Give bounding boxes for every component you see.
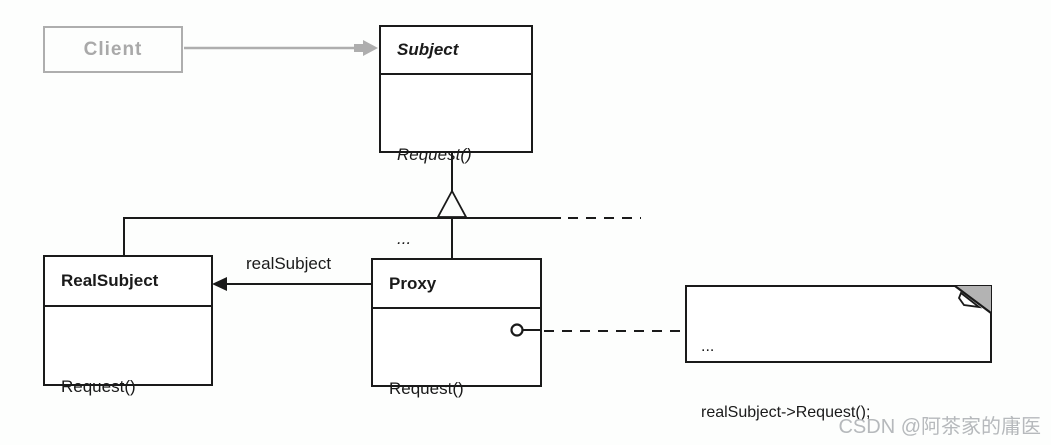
client-class-name: Client: [83, 38, 143, 60]
association-label-realsubject: realSubject: [246, 254, 332, 273]
note-text: ... realSubject->Request(); ...: [687, 287, 990, 445]
proxy-method-request: Request(): [389, 379, 464, 398]
realsubject-methods: Request() ...: [45, 307, 211, 445]
implementation-note-box: ... realSubject->Request(); ...: [685, 285, 992, 421]
proxy-methods: Request() ...: [373, 309, 540, 445]
realsubject-arrowhead-icon: [212, 277, 227, 291]
realsubject-method-request: Request(): [61, 377, 136, 396]
subject-class-box: Subject Request() ...: [379, 25, 533, 248]
realsubject-class-box: RealSubject Request() ...: [43, 255, 213, 396]
subject-class-name: Subject: [381, 27, 531, 75]
client-class-box: Client: [43, 26, 183, 73]
csdn-watermark: CSDN @阿茶家的庸医: [838, 416, 1041, 438]
subject-method-request: Request(): [397, 145, 472, 164]
proxy-class-name: Proxy: [373, 260, 540, 309]
note-line-code: realSubject->Request();: [701, 404, 871, 421]
proxy-class-box: Proxy Request() ...: [371, 258, 542, 398]
subject-method-ellipsis: ...: [397, 229, 412, 248]
note-line-ellipsis-top: ...: [701, 338, 715, 355]
realsubject-class-name: RealSubject: [45, 257, 211, 307]
client-subject-arrowhead-icon: [354, 40, 378, 56]
